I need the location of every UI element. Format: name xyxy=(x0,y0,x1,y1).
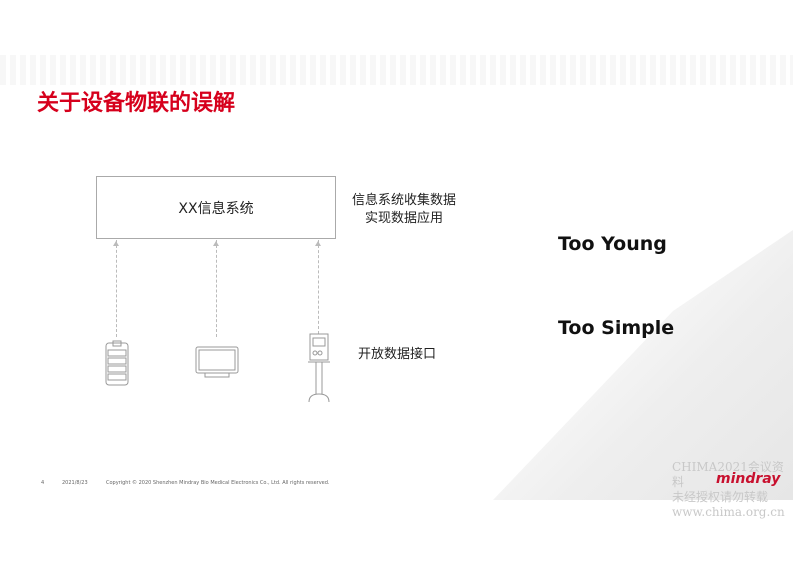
note-top: 信息系统收集数据 实现数据应用 xyxy=(352,192,456,228)
header-stripes xyxy=(0,55,793,85)
phrase-too-young: Too Young xyxy=(558,233,667,255)
system-box-label: XX信息系统 xyxy=(178,200,254,217)
mindray-logo: mindray xyxy=(716,471,781,487)
note-device: 开放数据接口 xyxy=(358,347,437,362)
system-box: XX信息系统 xyxy=(96,176,336,239)
watermark-line-3: www.chima.org.cn xyxy=(672,505,785,519)
arrow-2 xyxy=(213,240,219,337)
bedside-device-icon xyxy=(308,333,330,402)
monitor-icon xyxy=(195,346,239,378)
footer-date: 2021/8/23 xyxy=(62,480,88,486)
arrow-1 xyxy=(113,240,119,337)
watermark: CHIMA2021会议资料 未经授权请勿转载 www.chima.org.cn xyxy=(672,460,793,520)
footer-copyright: Copyright © 2020 Shenzhen Mindray Bio Me… xyxy=(106,480,330,486)
watermark-line-2: 未经授权请勿转载 xyxy=(672,490,769,504)
arrow-3 xyxy=(315,240,321,334)
phrase-too-simple: Too Simple xyxy=(558,317,675,339)
note-line-2: 实现数据应用 xyxy=(365,211,444,226)
infusion-pump-rack-icon xyxy=(105,340,129,386)
watermark-line-1: CHIMA2021会议资料 xyxy=(672,460,784,489)
page-number: 4 xyxy=(41,480,45,486)
note-line-1: 信息系统收集数据 xyxy=(352,193,457,208)
slide-title: 关于设备物联的误解 xyxy=(37,91,236,116)
